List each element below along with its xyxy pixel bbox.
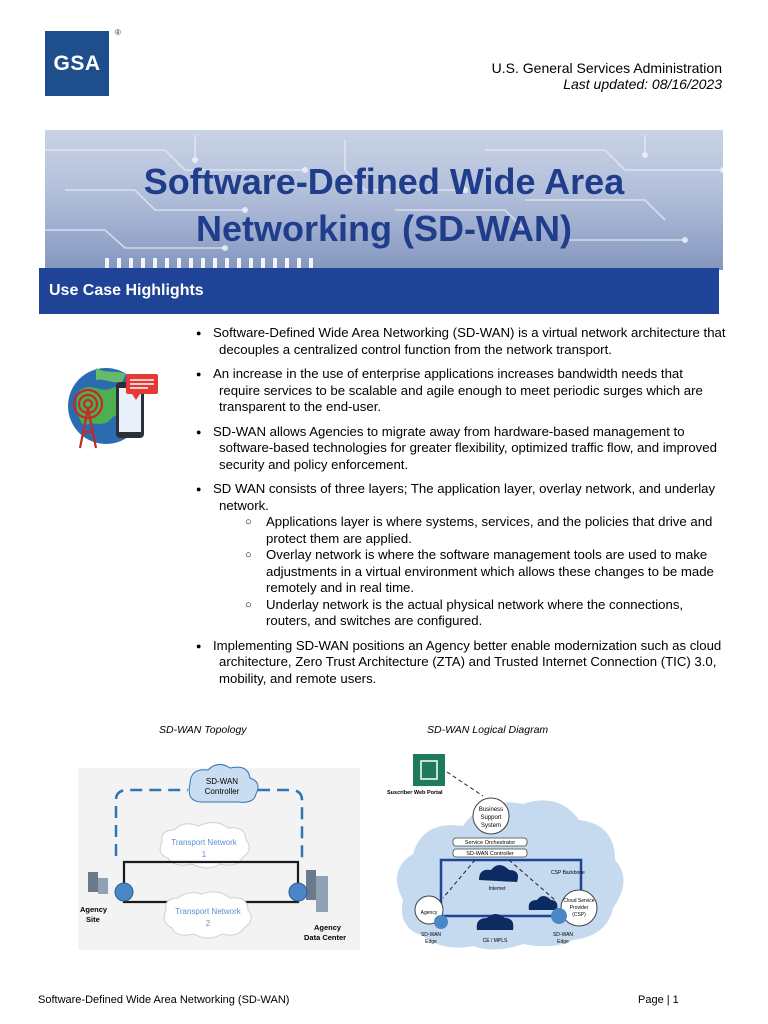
- section-heading-bar: Use Case Highlights: [39, 268, 719, 314]
- site-label-2: Site: [86, 915, 100, 924]
- transport2-label-2: 2: [206, 919, 211, 928]
- agency-name: U.S. General Services Administration: [491, 60, 722, 76]
- title-banner: Software-Defined Wide Area Networking (S…: [45, 130, 723, 270]
- internet-label: Internet: [489, 886, 507, 892]
- page-number: Page | 1: [638, 994, 679, 1006]
- edge-left-label-1: SD-WAN: [421, 932, 441, 938]
- agency-block: U.S. General Services Administration Las…: [492, 60, 722, 92]
- portal-icon: [413, 754, 445, 786]
- agency-edge-router-icon: [434, 915, 448, 929]
- list-item: SD-WAN allows Agencies to migrate away f…: [196, 424, 726, 474]
- csp-label-1: Cloud Service: [563, 898, 594, 904]
- site-router-icon: [114, 882, 134, 902]
- sub-list-item: Underlay network is the actual physical …: [244, 597, 726, 630]
- sub-list-item: Overlay network is where the software ma…: [244, 547, 726, 597]
- csp-label-3: (CSP): [572, 912, 586, 918]
- title-line-1: Software-Defined Wide Area: [143, 161, 625, 202]
- sdwan-topology-diagram: SD-WAN Controller Transport Network 1 Tr…: [78, 764, 360, 950]
- bss-label-3: System: [481, 823, 501, 829]
- logical-diagram-caption: SD-WAN Logical Diagram: [427, 724, 549, 736]
- topology-caption: SD-WAN Topology: [159, 724, 247, 736]
- controller-label-1: SD-WAN: [206, 777, 238, 786]
- datacenter-label-1: Agency: [314, 923, 342, 932]
- portal-label: Suscriber Web Portal: [387, 790, 443, 796]
- circuit-board-background: [45, 135, 723, 268]
- sub-list-item: Applications layer is where systems, ser…: [244, 514, 726, 547]
- agency-label: Agency: [421, 910, 438, 916]
- gsa-logo-text: GSA: [53, 51, 101, 75]
- mpls-label: CE / MPLS: [483, 938, 508, 944]
- list-item-text: SD WAN consists of three layers; The app…: [213, 481, 716, 513]
- edge-right-label-2: Edge: [557, 939, 569, 945]
- csp-edge-router-icon: [551, 908, 567, 924]
- edge-left-label-2: Edge: [425, 939, 437, 945]
- list-item: Implementing SD-WAN positions an Agency …: [196, 638, 726, 688]
- bss-label-2: Support: [480, 815, 501, 821]
- site-label-1: Agency: [80, 905, 108, 914]
- datacenter-label-2: Data Center: [304, 933, 346, 942]
- datacenter-router-icon: [288, 882, 308, 902]
- csp-label-2: Provider: [570, 905, 589, 911]
- list-item: SD WAN consists of three layers; The app…: [196, 481, 726, 630]
- registered-mark: ®: [115, 28, 121, 37]
- controller-label-2: Controller: [205, 787, 240, 796]
- list-item: An increase in the use of enterprise app…: [196, 366, 726, 416]
- transport1-label-2: 1: [202, 850, 207, 859]
- highlights-list: Software-Defined Wide Area Networking (S…: [196, 325, 726, 695]
- section-heading: Use Case Highlights: [49, 282, 204, 299]
- title-line-2: Networking (SD-WAN): [196, 208, 572, 249]
- edge-right-label-1: SD-WAN: [553, 932, 573, 938]
- list-item: Software-Defined Wide Area Networking (S…: [196, 325, 726, 358]
- controller-label: SD-WAN Controller: [466, 851, 514, 857]
- sdwan-logical-diagram: Suscriber Web Portal Business Support Sy…: [387, 754, 624, 950]
- orchestrator-label: Service Orchestrator: [465, 840, 516, 846]
- transport1-label-1: Transport Network: [171, 838, 238, 847]
- page-title: Software-Defined Wide Area Networking (S…: [45, 158, 723, 252]
- globe-tablet-antenna-icon: [68, 368, 158, 449]
- bss-label-1: Business: [479, 807, 503, 813]
- gsa-logo: GSA: [45, 31, 109, 96]
- layers-sub-list: Applications layer is where systems, ser…: [244, 514, 726, 630]
- last-updated: Last updated: 08/16/2023: [563, 76, 722, 92]
- footer-title: Software-Defined Wide Area Networking (S…: [38, 994, 290, 1006]
- transport2-label-1: Transport Network: [175, 907, 242, 916]
- backbone-label: CSP Backbone: [551, 870, 585, 876]
